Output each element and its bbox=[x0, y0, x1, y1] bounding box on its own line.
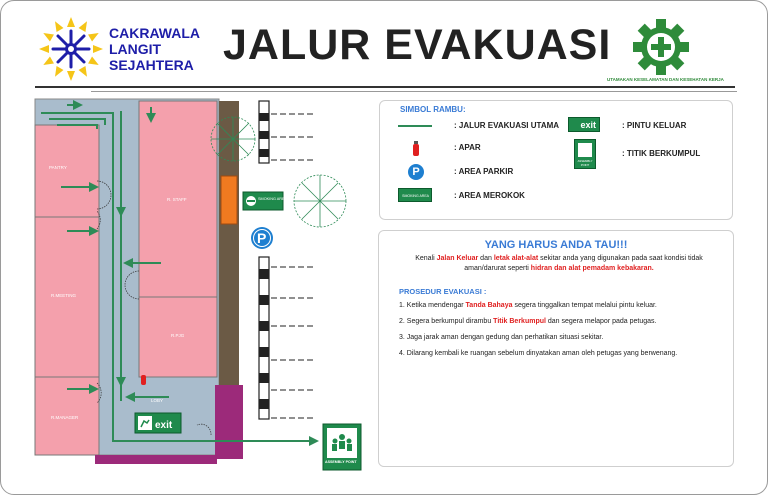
intro-part-2: dan bbox=[478, 255, 494, 262]
assembly-sign-text: ASSEMBLY POINT bbox=[325, 460, 357, 464]
assembly-point-icon: ASSEMBLY POINT bbox=[574, 139, 596, 169]
label-meeting: R.MEETING bbox=[51, 293, 77, 298]
parking-lines-bottom bbox=[258, 256, 313, 420]
company-name-line2: LANGIT bbox=[109, 41, 162, 57]
step2-b: Titik Berkumpul bbox=[493, 318, 546, 325]
legend-panel: SIMBOL RAMBU: : JALUR EVAKUASI UTAMA : A… bbox=[379, 100, 733, 220]
company-name-line1: CAKRAWALA bbox=[109, 25, 200, 41]
exit-sign-text: exit bbox=[155, 420, 173, 431]
legend-label-parking: : AREA PARKIR bbox=[454, 167, 514, 176]
k3-caption: UTAMAKAN KESELAMATAN DAN KESEHATAN KERJA bbox=[607, 77, 724, 82]
label-pjg: R.PJG bbox=[171, 333, 185, 338]
intro-highlight-1: Jalan Keluar bbox=[436, 255, 479, 262]
fire-extinguisher-icon bbox=[141, 375, 146, 385]
info-title: YANG HARUS ANDA TAU!!! bbox=[484, 239, 628, 251]
room-staff bbox=[138, 100, 218, 298]
procedure-title: PROSEDUR EVAKUASI : bbox=[399, 287, 487, 296]
wall-strip bbox=[219, 101, 239, 391]
smoking-area-icon: SMOKING AREA bbox=[398, 188, 432, 202]
step4-a: 4. Dilarang kembali ke ruangan sebelum d… bbox=[399, 350, 678, 357]
step2-c: dan segera melapor pada petugas. bbox=[545, 318, 657, 325]
room-meeting bbox=[34, 216, 100, 378]
info-panel: YANG HARUS ANDA TAU!!! Kenali Jalan Kelu… bbox=[378, 230, 734, 467]
fire-extinguisher-icon bbox=[413, 141, 419, 156]
parking-icon bbox=[251, 227, 273, 249]
label-loby: LOBY bbox=[151, 398, 163, 403]
room-pantry bbox=[34, 124, 100, 218]
step1-a: 1. Ketika mendengar bbox=[399, 302, 466, 309]
legend-label-exit: : PINTU KELUAR bbox=[622, 121, 687, 130]
legend-assembly-text: ASSEMBLY POINT bbox=[577, 159, 593, 167]
tree-icon-2 bbox=[293, 174, 347, 228]
green-line-icon bbox=[398, 125, 432, 127]
evacuation-route bbox=[41, 100, 319, 446]
parking-sign-text: P bbox=[257, 230, 266, 246]
legend-exit-text: exit bbox=[580, 120, 596, 130]
procedure-step-4: 4. Dilarang kembali ke ruangan sebelum d… bbox=[399, 350, 677, 357]
step1-c: segera tinggalkan tempat melalui pintu k… bbox=[512, 302, 657, 309]
label-staff: R. STAFF bbox=[167, 197, 187, 202]
legend-title: SIMBOL RAMBU: bbox=[400, 105, 466, 114]
intro-highlight-3: hidran dan alat pemadam kebakaran. bbox=[530, 265, 654, 272]
procedure-step-1: 1. Ketika mendengar Tanda Bahaya segera … bbox=[399, 302, 657, 309]
parking-icon: P bbox=[408, 164, 424, 180]
label-pantry: PANTRY bbox=[49, 165, 67, 170]
step1-b: Tanda Bahaya bbox=[465, 302, 513, 309]
legend-parking-text: P bbox=[412, 166, 420, 178]
room-pjg bbox=[138, 296, 218, 378]
procedure-step-3: 3. Jaga jarak aman dengan gedung dan per… bbox=[399, 334, 603, 341]
label-manager: R.MANAGER bbox=[51, 415, 79, 420]
intro-part-3: sekitar anda yang digunakan pada saat ko… bbox=[464, 255, 703, 272]
intro-highlight-2: letak alat-alat bbox=[493, 255, 539, 262]
sun-logo-icon bbox=[39, 17, 103, 81]
legend-label-assembly: : TITIK BERKUMPUL bbox=[622, 149, 701, 158]
page-title: JALUR EVAKUASI bbox=[223, 21, 612, 69]
floor-plan: PANTRY R. STAFF R.MEETING R.PJG LOBY R.M… bbox=[34, 98, 362, 471]
step3-a: 3. Jaga jarak aman dengan gedung dan per… bbox=[399, 334, 604, 341]
exit-sign-icon: exit bbox=[568, 117, 600, 132]
orange-block bbox=[220, 175, 238, 225]
legend-label-apar: : APAR bbox=[454, 143, 481, 152]
header-divider-thin bbox=[91, 91, 737, 92]
step2-a: 2. Segera berkumpul dirambu bbox=[399, 318, 494, 325]
parking-lines-top bbox=[258, 100, 313, 164]
tree-icon bbox=[210, 116, 256, 162]
header-divider bbox=[35, 86, 735, 88]
exit-door bbox=[215, 385, 243, 459]
company-name: CAKRAWALA LANGIT SEJAHTERA bbox=[109, 25, 200, 73]
company-name-line3: SEJAHTERA bbox=[109, 57, 194, 73]
legend-label-smoking: : AREA MEROKOK bbox=[454, 191, 525, 200]
info-intro: Kenali Jalan Keluar dan letak alat-alat … bbox=[404, 254, 714, 274]
k3-safety-gear-icon bbox=[633, 19, 689, 75]
procedure-step-2: 2. Segera berkumpul dirambu Titik Berkum… bbox=[399, 318, 656, 325]
bottom-door bbox=[95, 455, 217, 464]
legend-label-route: : JALUR EVAKUASI UTAMA bbox=[454, 121, 560, 130]
legend-smoking-text: SMOKING AREA bbox=[402, 194, 429, 198]
smoking-sign-text: SMOKING AREA bbox=[258, 197, 288, 201]
intro-part-1: Kenali bbox=[415, 255, 437, 262]
